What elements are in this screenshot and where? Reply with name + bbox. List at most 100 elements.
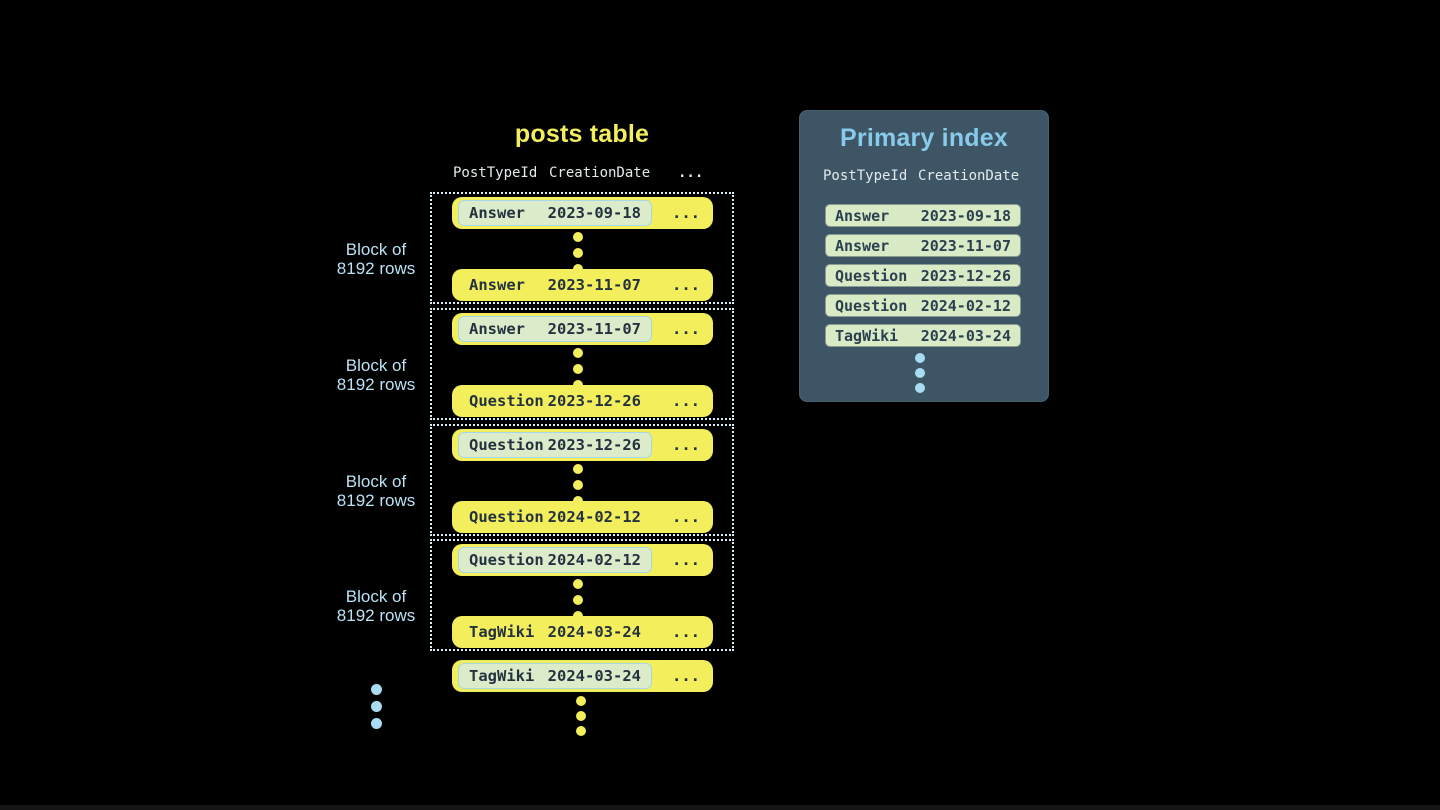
block-label-line: 8192 rows xyxy=(336,606,416,625)
row-post-type: Question xyxy=(835,266,908,285)
column-header-posttypeid: PostTypeId xyxy=(823,168,908,184)
block-label-line: 8192 rows xyxy=(336,375,416,394)
row-creation-date: 2023-09-18 xyxy=(547,204,641,222)
table-row: Question 2024-02-12 ... xyxy=(452,501,713,533)
row-ellipsis: ... xyxy=(672,276,700,294)
block-label-line: 8192 rows xyxy=(336,259,416,278)
block-label-2: Block of 8192 rows xyxy=(330,356,422,394)
index-row: Answer 2023-09-18 xyxy=(825,204,1021,227)
row-post-type: Answer xyxy=(835,206,890,225)
block-label-line: Block of xyxy=(345,472,407,491)
table-row: Question 2024-02-12 ... xyxy=(452,544,713,576)
row-ellipsis: ... xyxy=(672,667,700,685)
row-post-type: TagWiki xyxy=(469,623,535,641)
primary-key-pill: Answer 2023-09-18 xyxy=(458,200,652,226)
row-post-type: Question xyxy=(469,392,544,410)
table-row: Question 2023-12-26 ... xyxy=(452,385,713,417)
row-post-type: Question xyxy=(469,508,544,526)
index-row: Question 2023-12-26 xyxy=(825,264,1021,287)
row-creation-date: 2023-11-07 xyxy=(920,236,1011,255)
dot xyxy=(576,696,586,706)
row-ellipsis: ... xyxy=(672,508,700,526)
vertical-dots-icon xyxy=(576,696,586,741)
dot xyxy=(576,726,586,736)
dot xyxy=(371,684,382,695)
dot xyxy=(573,480,583,490)
bottom-edge-strip xyxy=(0,805,1440,810)
dot xyxy=(915,368,925,378)
dot xyxy=(573,595,583,605)
table-row: Answer 2023-11-07 ... xyxy=(452,269,713,301)
block-outline-4: Question 2024-02-12 ... TagWiki 2024-03-… xyxy=(430,539,734,651)
block-label-1: Block of 8192 rows xyxy=(330,240,422,278)
dot xyxy=(915,353,925,363)
vertical-dots-icon xyxy=(371,684,382,735)
dot xyxy=(573,348,583,358)
dot xyxy=(573,248,583,258)
row-ellipsis: ... xyxy=(672,436,700,454)
block-label-line: Block of xyxy=(345,240,407,259)
row-post-type: Question xyxy=(469,551,544,569)
vertical-dots-icon xyxy=(915,353,925,398)
table-row: Answer 2023-11-07 ... xyxy=(452,313,713,345)
dot xyxy=(371,718,382,729)
row-creation-date: 2023-09-18 xyxy=(920,206,1011,225)
primary-index-panel: Primary index PostTypeId CreationDate An… xyxy=(799,110,1049,402)
row-ellipsis: ... xyxy=(672,623,700,641)
row-values: TagWiki 2024-03-24 xyxy=(458,619,652,645)
dot xyxy=(573,464,583,474)
row-post-type: TagWiki xyxy=(835,326,899,345)
index-row: Question 2024-02-12 xyxy=(825,294,1021,317)
table-row: Question 2023-12-26 ... xyxy=(452,429,713,461)
posts-table-column-headers: PostTypeId CreationDate ... xyxy=(452,165,713,185)
row-values: Answer 2023-11-07 xyxy=(458,272,652,298)
column-header-creationdate: CreationDate xyxy=(918,168,1020,184)
block-label-line: 8192 rows xyxy=(336,491,416,510)
row-creation-date: 2023-11-07 xyxy=(547,320,641,338)
row-post-type: Answer xyxy=(469,320,525,338)
dot xyxy=(371,701,382,712)
row-values: Question 2024-02-12 xyxy=(458,504,652,530)
row-ellipsis: ... xyxy=(672,320,700,338)
row-creation-date: 2024-02-12 xyxy=(547,551,641,569)
block-label-4: Block of 8192 rows xyxy=(330,587,422,625)
primary-index-title: Primary index xyxy=(840,124,1008,152)
row-ellipsis: ... xyxy=(672,392,700,410)
row-ellipsis: ... xyxy=(672,204,700,222)
block-label-line: Block of xyxy=(345,587,407,606)
row-post-type: Question xyxy=(469,436,544,454)
row-post-type: Question xyxy=(835,296,908,315)
row-creation-date: 2024-02-12 xyxy=(920,296,1011,315)
dot xyxy=(573,364,583,374)
primary-key-pill: Answer 2023-11-07 xyxy=(458,316,652,342)
row-creation-date: 2024-03-24 xyxy=(547,667,641,685)
primary-key-pill: Question 2023-12-26 xyxy=(458,432,652,458)
row-creation-date: 2023-12-26 xyxy=(547,436,641,454)
table-row: Answer 2023-09-18 ... xyxy=(452,197,713,229)
row-creation-date: 2024-02-12 xyxy=(547,508,641,526)
block-outline-1: Answer 2023-09-18 ... Answer 2023-11-07 … xyxy=(430,192,734,304)
row-post-type: Answer xyxy=(469,276,525,294)
table-row: TagWiki 2024-03-24 ... xyxy=(452,616,713,648)
index-row: TagWiki 2024-03-24 xyxy=(825,324,1021,347)
row-post-type: Answer xyxy=(469,204,525,222)
dot xyxy=(576,711,586,721)
dot xyxy=(573,232,583,242)
dot xyxy=(573,579,583,589)
block-label-line: Block of xyxy=(345,356,407,375)
row-creation-date: 2023-11-07 xyxy=(547,276,641,294)
row-ellipsis: ... xyxy=(672,551,700,569)
block-outline-2: Answer 2023-11-07 ... Question 2023-12-2… xyxy=(430,308,734,420)
row-creation-date: 2023-12-26 xyxy=(547,392,641,410)
row-post-type: Answer xyxy=(835,236,890,255)
row-values: Question 2023-12-26 xyxy=(458,388,652,414)
block-outline-3: Question 2023-12-26 ... Question 2024-02… xyxy=(430,424,734,536)
column-header-posttypeid: PostTypeId xyxy=(453,165,538,181)
row-creation-date: 2024-03-24 xyxy=(547,623,641,641)
dot xyxy=(915,383,925,393)
posts-table-title: posts table xyxy=(514,120,650,148)
table-row: TagWiki 2024-03-24 ... xyxy=(452,660,713,692)
primary-key-pill: TagWiki 2024-03-24 xyxy=(458,663,652,689)
row-creation-date: 2023-12-26 xyxy=(920,266,1011,285)
row-creation-date: 2024-03-24 xyxy=(920,326,1011,345)
